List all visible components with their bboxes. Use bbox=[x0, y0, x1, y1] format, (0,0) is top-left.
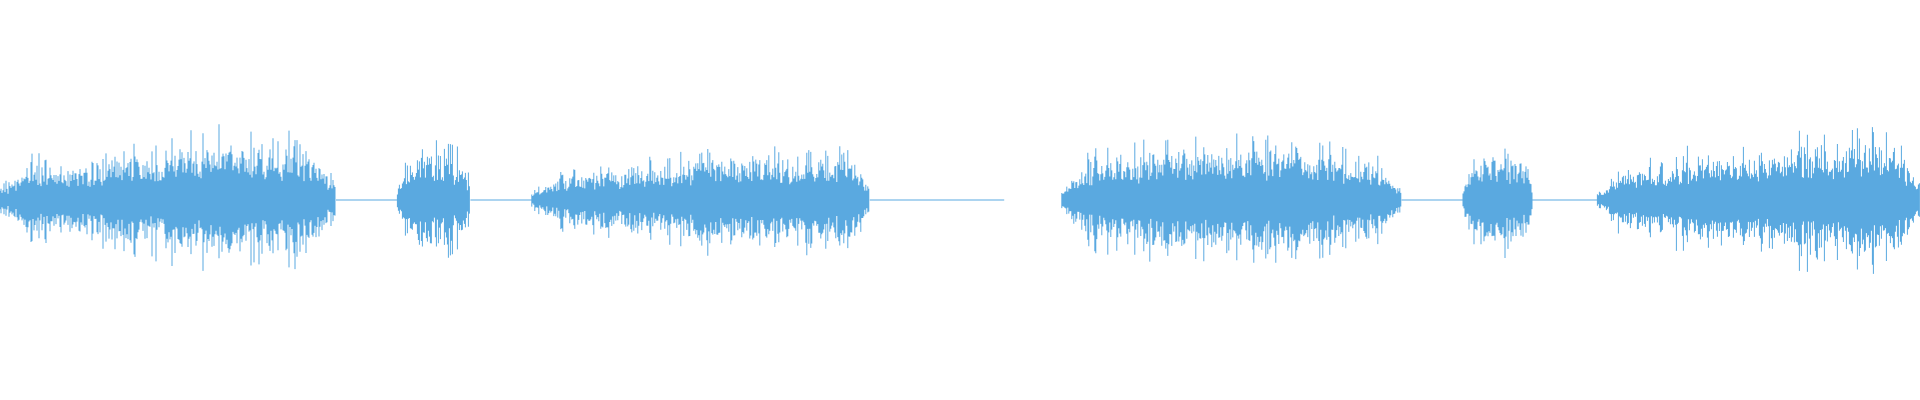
waveform-samples bbox=[0, 124, 1920, 274]
waveform-path bbox=[0, 124, 1920, 274]
